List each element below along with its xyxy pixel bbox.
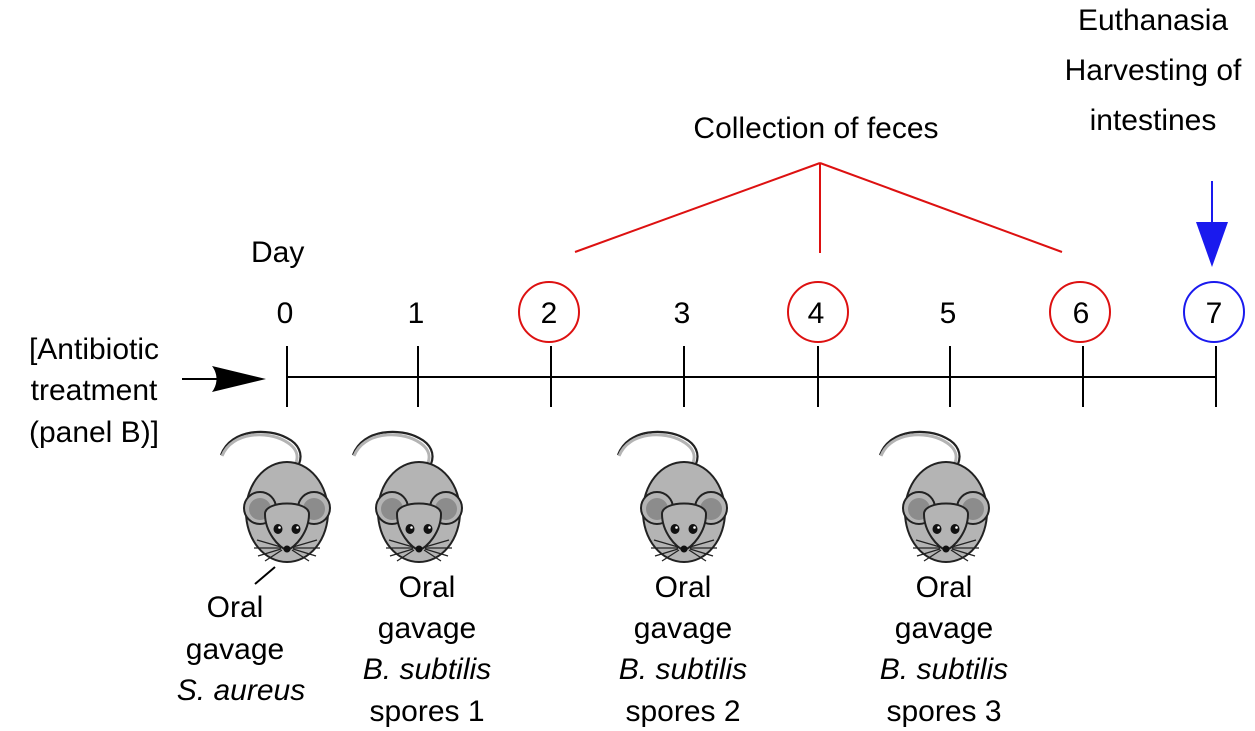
day-label-4: 4 <box>808 297 825 330</box>
gavage-organism: B. subtilis <box>619 653 747 686</box>
gavage-suffix: spores 2 <box>625 695 740 728</box>
gavage-word: gavage <box>186 633 284 666</box>
day-label-1: 1 <box>408 297 425 330</box>
gavage-organism: B. subtilis <box>363 653 491 686</box>
gavage-word: gavage <box>634 612 732 645</box>
arrow-right-icon <box>182 366 266 392</box>
gavage-label-day-0: Oral gavage S. aureus <box>177 591 305 707</box>
antibiotic-label-line-2: treatment <box>31 374 158 407</box>
day-label-7: 7 <box>1206 297 1223 330</box>
gavage-oral: Oral <box>399 571 456 604</box>
gavage-organism: B. subtilis <box>880 653 1008 686</box>
gavage-word: gavage <box>378 612 476 645</box>
gavage-suffix: spores 1 <box>369 695 484 728</box>
gavage-label-day-1: Oral gavage B. subtilis spores 1 <box>363 571 491 728</box>
arrow-down-icon <box>1196 181 1228 267</box>
harvest-label-line-1: Euthanasia <box>1078 4 1228 37</box>
mouse-icon <box>880 432 989 562</box>
collection-connector <box>575 163 1062 253</box>
gavage-oral: Oral <box>916 571 973 604</box>
collection-label: Collection of feces <box>693 112 938 145</box>
gavage-label-day-3: Oral gavage B. subtilis spores 2 <box>619 571 747 728</box>
day-label-5: 5 <box>940 297 957 330</box>
antibiotic-label-line-1: [Antibiotic <box>29 333 159 366</box>
gavage-organism: S. aureus <box>177 674 305 707</box>
gavage-pointer-line <box>255 567 275 584</box>
mouse-icon <box>221 432 330 562</box>
gavage-oral: Oral <box>655 571 712 604</box>
harvest-label-line-2: Harvesting of <box>1065 54 1242 87</box>
day-header: Day <box>251 236 304 269</box>
gavage-oral: Oral <box>207 591 264 624</box>
day-label-0: 0 <box>277 297 294 330</box>
harvest-label-line-3: intestines <box>1090 104 1217 137</box>
mouse-icon <box>353 432 462 562</box>
gavage-suffix: spores 3 <box>886 695 1001 728</box>
day-label-2: 2 <box>541 297 558 330</box>
gavage-label-day-5: Oral gavage B. subtilis spores 3 <box>880 571 1008 728</box>
day-label-6: 6 <box>1073 297 1090 330</box>
antibiotic-label-line-3: (panel B)] <box>29 416 159 449</box>
mouse-icon <box>618 432 727 562</box>
gavage-word: gavage <box>895 612 993 645</box>
day-label-3: 3 <box>674 297 691 330</box>
day-labels: 0 1 2 3 4 5 6 7 <box>277 297 1223 330</box>
